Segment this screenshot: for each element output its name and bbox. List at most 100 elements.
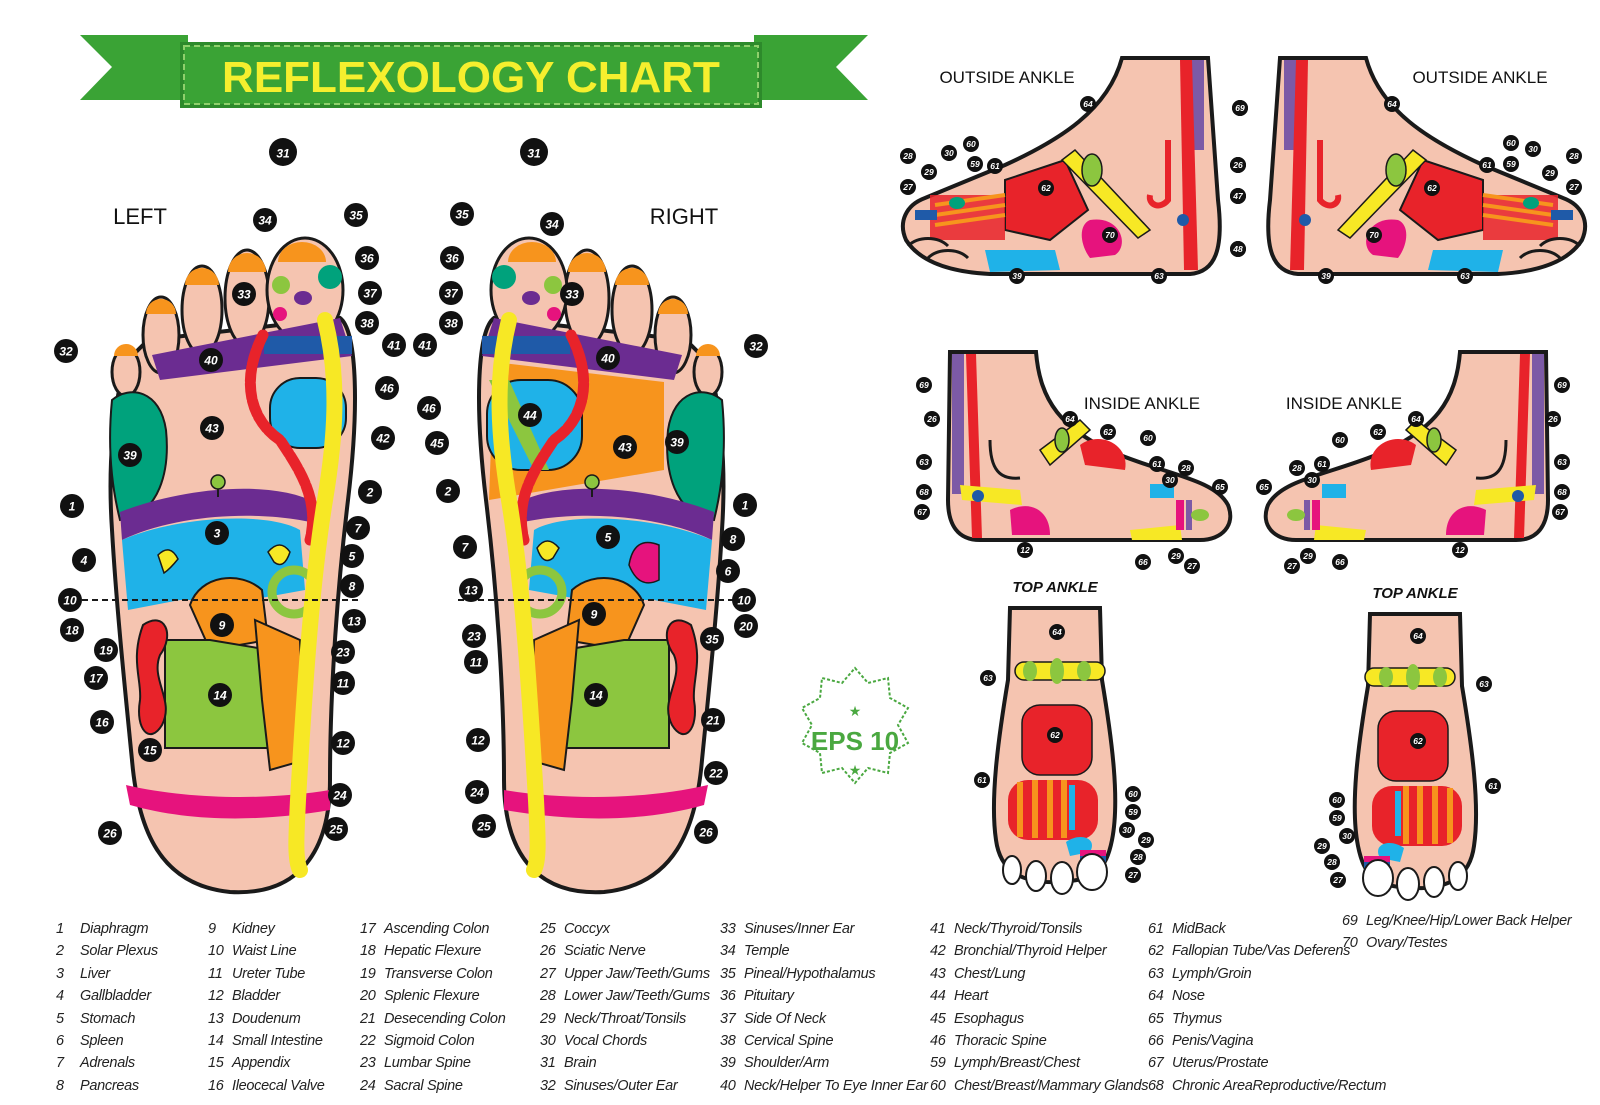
callout-number: 63 [1557, 457, 1567, 467]
callout-marker: 8 [340, 574, 364, 598]
inside-ankle-right [1263, 350, 1551, 542]
callout-circle [232, 282, 256, 306]
callout-number: 39 [670, 436, 684, 450]
callout-marker: 1 [733, 493, 757, 517]
callout-number: 25 [328, 823, 343, 837]
legend-number: 27 [540, 965, 556, 982]
page-title: REFLEXOLOGY CHART [222, 53, 720, 102]
legend-number: 12 [208, 988, 224, 1005]
right-foot-label: RIGHT [650, 204, 718, 229]
legend-number: 2 [56, 943, 64, 960]
callout-circle [450, 202, 474, 226]
callout-circle [980, 670, 996, 686]
callout-number: 8 [349, 580, 356, 594]
callout-circle [1503, 156, 1519, 172]
callout-number: 14 [213, 689, 227, 703]
callout-circle [436, 479, 460, 503]
legend-number: 36 [720, 988, 736, 1005]
callout-marker: 17 [84, 666, 108, 690]
callout-marker: 64 [1062, 411, 1078, 427]
legend-number: 66 [1148, 1032, 1164, 1049]
callout-number: 3 [214, 527, 221, 541]
inside-ankle-right-label: INSIDE ANKLE [1286, 394, 1402, 413]
callout-marker: 61 [1149, 456, 1165, 472]
legend-label: Thoracic Spine [954, 1032, 1047, 1049]
legend-number: 42 [930, 943, 946, 960]
callout-marker: 59 [1329, 810, 1345, 826]
legend-label: Diaphragm [80, 921, 149, 937]
legend-label: Neck/Helper To Eye Inner Ear [744, 1077, 928, 1094]
title-banner: REFLEXOLOGY CHART [80, 35, 868, 108]
callout-number: 27 [1127, 870, 1139, 880]
callout-number: 67 [1555, 507, 1566, 517]
callout-circle [208, 683, 232, 707]
callout-circle [916, 484, 932, 500]
callout-circle [375, 376, 399, 400]
callout-circle [1457, 268, 1473, 284]
callout-marker: 37 [358, 281, 382, 305]
callout-marker: 34 [540, 212, 564, 236]
callout-marker: 28 [1178, 460, 1194, 476]
callout-marker: 7 [453, 535, 477, 559]
callout-number: 26 [926, 414, 937, 424]
callout-circle [138, 738, 162, 762]
callout-circle [1330, 872, 1346, 888]
callout-circle [1545, 411, 1561, 427]
callout-circle [916, 377, 932, 393]
callout-marker: 13 [342, 609, 366, 633]
legend-label: Heart [954, 988, 988, 1005]
callout-circle [1178, 460, 1194, 476]
callout-circle [1552, 504, 1568, 520]
legend-number: 25 [540, 921, 556, 937]
callout-marker: 39 [118, 443, 142, 467]
callout-circle [1476, 676, 1492, 692]
callout-circle [1009, 268, 1025, 284]
callout-circle [744, 334, 768, 358]
callout-marker: 11 [464, 650, 488, 674]
callout-number: 59 [970, 159, 980, 169]
callout-number: 9 [219, 619, 226, 633]
callout-circle [1329, 810, 1345, 826]
legend-label: Vocal Chords [564, 1032, 647, 1049]
legend-number: 6 [56, 1032, 64, 1049]
callout-marker: 24 [328, 783, 352, 807]
callout-circle [1047, 727, 1063, 743]
callout-marker: 28 [1289, 460, 1305, 476]
callout-circle [439, 281, 463, 305]
callout-marker: 33 [560, 282, 584, 306]
callout-number: 19 [99, 644, 113, 658]
callout-circle [84, 666, 108, 690]
callout-marker: 20 [734, 614, 758, 638]
legend-number: 20 [360, 988, 376, 1005]
callout-circle [1102, 227, 1118, 243]
callout-number: 60 [966, 139, 976, 149]
callout-circle [924, 411, 940, 427]
legend-label: Pineal/Hypothalamus [744, 965, 876, 982]
callout-marker: 31 [269, 138, 297, 166]
callout-number: 63 [1154, 271, 1164, 281]
callout-marker: 14 [584, 683, 608, 707]
eps-star-top: ★ [849, 703, 862, 719]
legend-label: Desecending Colon [384, 1010, 506, 1027]
callout-marker: 32 [54, 339, 78, 363]
callout-number: 37 [444, 287, 459, 301]
inside-ankle-left: INSIDE ANKLE [945, 350, 1233, 542]
legend-label: Chest/Lung [954, 965, 1026, 982]
legend-number: 1 [56, 921, 64, 937]
callout-marker: 26 [1545, 411, 1561, 427]
callout-circle [1542, 165, 1558, 181]
callout-number: 61 [1317, 459, 1327, 469]
